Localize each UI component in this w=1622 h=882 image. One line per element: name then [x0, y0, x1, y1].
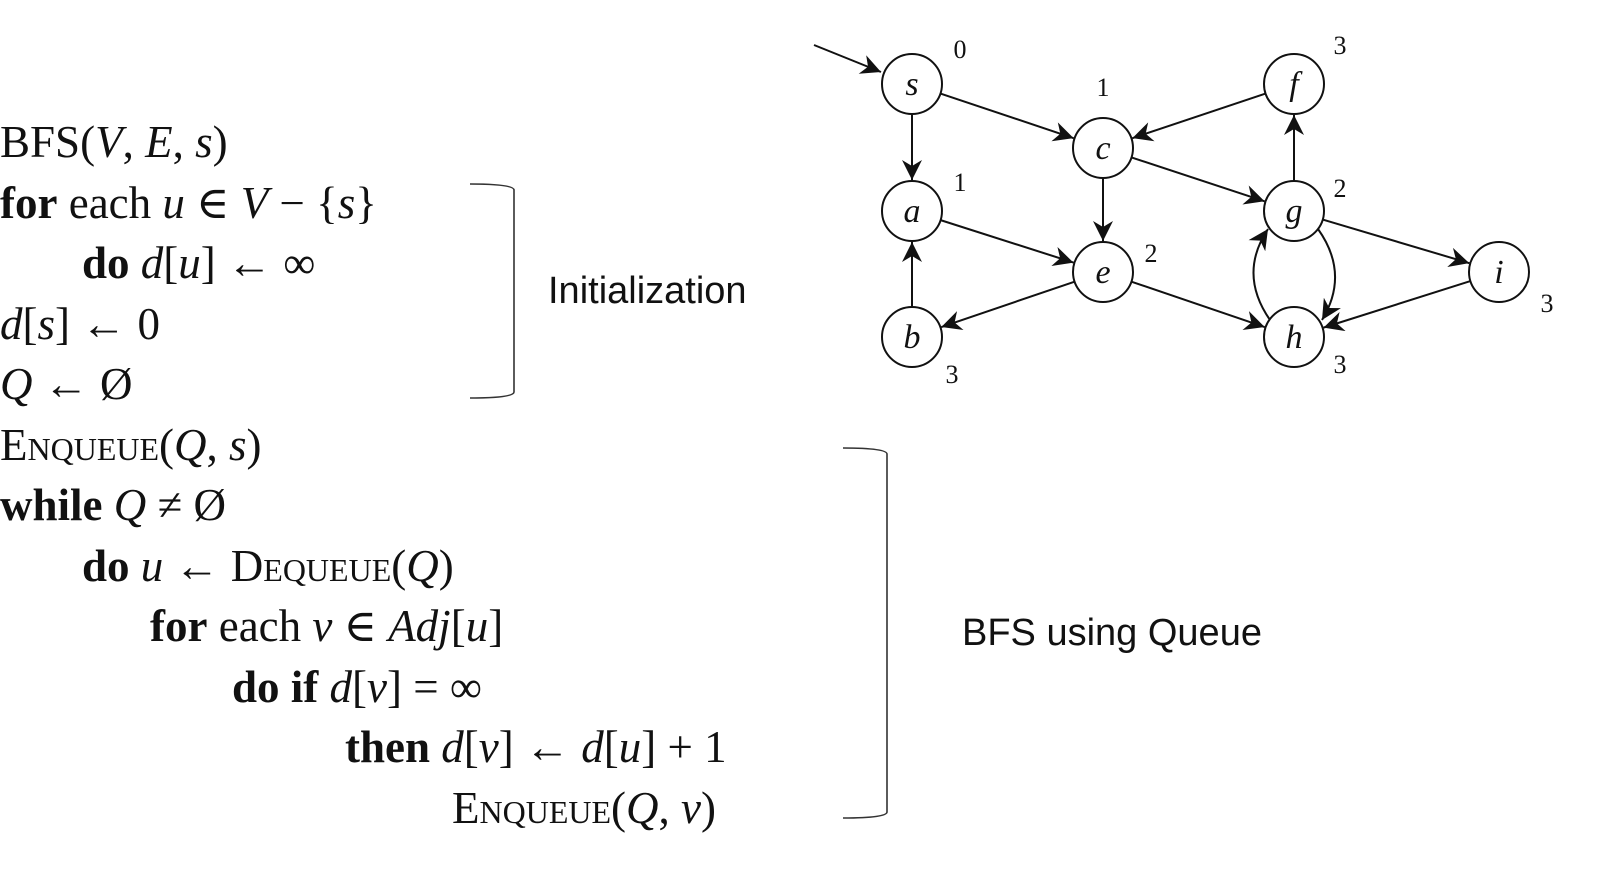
node-a: a1 [881, 168, 967, 242]
node-circle-s [881, 53, 943, 115]
node-label-s: s [905, 66, 918, 103]
fn-enqueue: Enqueue [0, 419, 160, 470]
keyword-for: for [0, 177, 58, 228]
node-f: f3 [1263, 31, 1347, 115]
edge-i-h [1323, 280, 1471, 332]
node-distance-a: 1 [954, 168, 967, 197]
node-label-g: g [1286, 193, 1303, 230]
node-circle-e [1072, 241, 1134, 303]
edge-g-i [1322, 218, 1470, 268]
code-line-do-inf: do d[u] ← ∞ [82, 238, 316, 288]
initialization-bracket [469, 183, 515, 399]
node-i: i3 [1468, 241, 1554, 318]
node-h: h3 [1263, 306, 1347, 379]
code-line-enqueue-v: Enqueue(Q, v) [452, 782, 717, 833]
code-line-for-adj: for each v ∈ Adj[u] [150, 601, 504, 651]
code-line-header: BFS(V, E, s) [0, 117, 228, 167]
node-distance-s: 0 [954, 35, 967, 64]
code-line-enqueue-s: Enqueue(Q, s) [0, 419, 262, 470]
code-line-ds-zero: d[s] ← 0 [0, 298, 161, 349]
bfs-queue-bracket [842, 447, 888, 819]
node-label-a: a [904, 193, 921, 230]
edge-e-h [1131, 280, 1265, 331]
node-circle-a [881, 180, 943, 242]
fn-enqueue: Enqueue [452, 782, 612, 833]
code-line-for-init: for each u ∈ V − {s} [0, 177, 377, 228]
keyword-for: for [150, 601, 208, 651]
node-s: s0 [881, 35, 967, 115]
node-distance-g: 2 [1334, 174, 1347, 203]
node-circle-h [1263, 306, 1325, 368]
fn-name: BFS [0, 117, 81, 167]
node-circle-c [1072, 117, 1134, 179]
node-c: c1 [1072, 73, 1134, 179]
keyword-do: do [82, 238, 130, 288]
node-distance-f: 3 [1334, 31, 1347, 60]
edge-a-e [940, 219, 1074, 267]
node-circle-f [1263, 53, 1325, 115]
node-label-i: i [1494, 254, 1503, 291]
node-label-b: b [904, 319, 921, 356]
keyword-do: do [82, 540, 130, 591]
bfs-pseudocode: BFS(V, E, s) for each u ∈ V − {s} do d[u… [0, 112, 727, 838]
edge-f-c [1132, 92, 1266, 142]
node-label-e: e [1095, 254, 1110, 291]
node-e: e2 [1072, 239, 1158, 303]
node-distance-e: 2 [1145, 239, 1158, 268]
code-line-q-empty: Q ← Ø [0, 359, 133, 409]
node-distance-h: 3 [1334, 350, 1347, 379]
edge-s-c [940, 92, 1074, 142]
node-label-c: c [1095, 130, 1110, 167]
fn-dequeue: Dequeue [230, 540, 392, 591]
edge-e-b [941, 280, 1075, 331]
code-line-do-if: do if d[v] = ∞ [232, 661, 482, 712]
edge-h-g [1248, 228, 1271, 321]
keyword-do-if: do if [232, 661, 319, 712]
bfs-queue-label: BFS using Queue [962, 612, 1262, 654]
keyword-then: then [345, 722, 431, 772]
node-distance-b: 3 [946, 360, 959, 389]
initialization-label: Initialization [548, 270, 747, 312]
node-circle-i [1468, 241, 1530, 303]
node-distance-c: 1 [1097, 73, 1110, 102]
node-circle-g [1263, 180, 1325, 242]
node-distance-i: 3 [1541, 289, 1554, 318]
keyword-while: while [0, 480, 103, 530]
node-g: g2 [1263, 174, 1347, 242]
node-label-h: h [1286, 319, 1303, 356]
edge-g-h [1317, 228, 1341, 321]
code-line-while: while Q ≠ Ø [0, 480, 226, 530]
node-b: b3 [881, 306, 959, 389]
start-arrow [813, 44, 882, 74]
code-line-dequeue: do u ← Dequeue(Q) [82, 540, 454, 591]
edge-c-g [1131, 156, 1265, 205]
node-circle-b [881, 306, 943, 368]
code-line-then: then d[v] ← d[u] + 1 [345, 722, 727, 772]
